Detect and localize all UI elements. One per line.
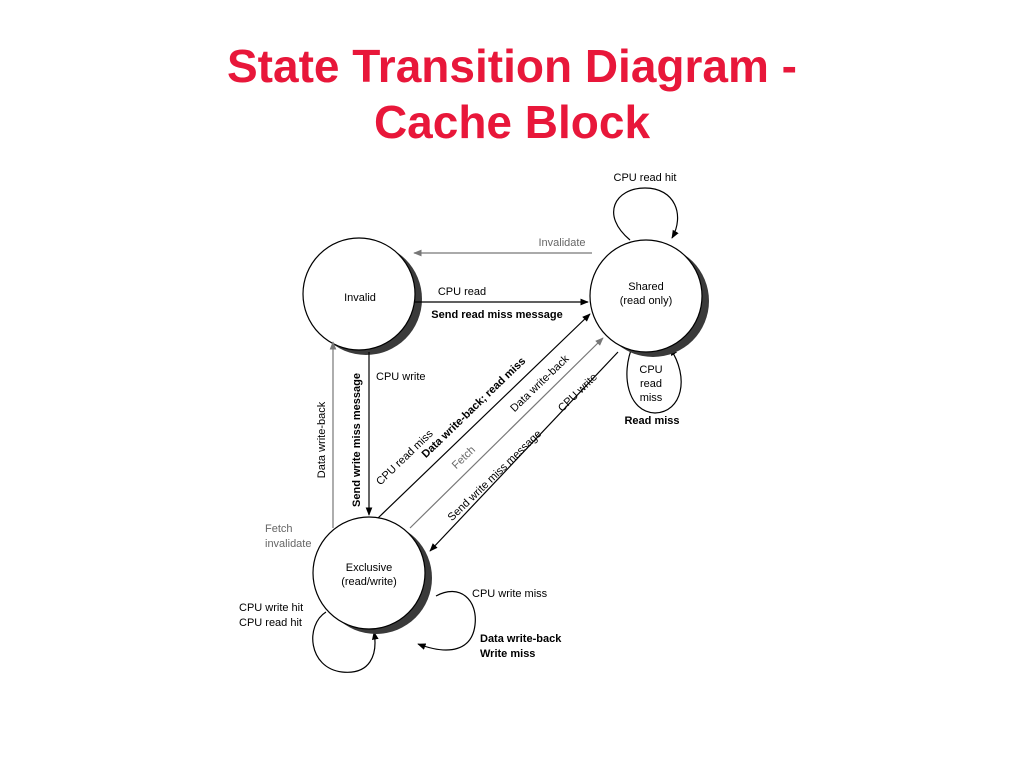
loop-exclusive-hits (312, 611, 379, 673)
label-cpu-read-hit: CPU read hit (614, 172, 677, 184)
label-shared-cpu: CPU (639, 364, 662, 376)
title-line-2: Cache Block (373, 96, 651, 148)
label-data-write-back: Data write-back (316, 401, 328, 478)
arrow-exclusive-to-shared-read-miss (377, 313, 591, 519)
label-shared-miss: miss (640, 392, 663, 404)
label-fetch-2: Fetch (265, 523, 293, 535)
arrow-exclusive-to-shared-fetch (409, 337, 604, 529)
state-exclusive (312, 516, 432, 634)
slide-title: State Transition Diagram - Cache Block (0, 38, 1024, 150)
label-cpu-write-hit: CPU write hit (239, 602, 303, 614)
label-cpu-read: CPU read (438, 286, 486, 298)
label-dwb: Data write-back (480, 633, 562, 645)
label-send-write-miss-2: Send write miss message (446, 428, 544, 524)
label-cpu-read-hit-2: CPU read hit (239, 617, 302, 629)
label-read-miss: Read miss (624, 415, 679, 427)
state-shared-label: Shared (628, 281, 663, 293)
state-shared (589, 239, 709, 357)
loop-exclusive-write-miss (417, 590, 476, 651)
label-invalidate-2: invalidate (265, 538, 311, 550)
state-exclusive-label: Exclusive (346, 562, 392, 574)
state-exclusive-sublabel: (read/write) (341, 576, 397, 588)
label-send-read-miss: Send read miss message (431, 309, 562, 321)
loop-shared-read-miss (626, 344, 682, 414)
loop-shared-read-hit (613, 187, 679, 241)
label-fetch: Fetch (450, 444, 478, 472)
title-line-1: State Transition Diagram - (226, 40, 797, 92)
state-invalid (302, 237, 422, 355)
label-shared-read: read (640, 378, 662, 390)
label-cpu-write: CPU write (376, 371, 426, 383)
label-send-write-miss: Send write miss message (351, 373, 363, 507)
state-shared-sublabel: (read only) (620, 295, 673, 307)
arrow-shared-to-exclusive (429, 351, 619, 552)
label-cpu-write-miss: CPU write miss (472, 588, 548, 600)
label-invalidate: Invalidate (538, 237, 585, 249)
state-invalid-label: Invalid (344, 292, 376, 304)
label-write-miss: Write miss (480, 648, 535, 660)
